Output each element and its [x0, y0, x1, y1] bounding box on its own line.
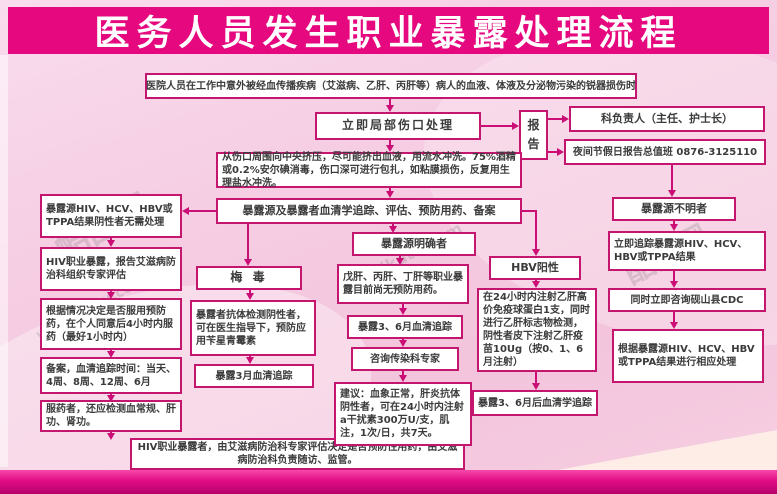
night-duty-box: 夜间节假日报告总值班 0876-3125110	[564, 139, 766, 165]
flow-arrow	[182, 207, 216, 215]
consult-expert-box: 咨询传染科专家	[351, 347, 459, 371]
flow-arrow	[399, 371, 407, 382]
syphilis-box: 梅 毒	[196, 266, 302, 290]
flow-arrow	[548, 148, 564, 156]
flow-arrow	[532, 280, 540, 288]
flow-arrow	[244, 224, 252, 266]
source-known-box: 暴露源明确者	[352, 232, 476, 256]
flow-arrow	[107, 291, 115, 299]
flow-arrow	[399, 304, 407, 315]
report-box: 报告	[519, 110, 548, 160]
incident-box: 医院人员在工作中意外被经血传播疾病（艾滋病、乙肝、丙肝等）病人的血液、体液及分泌…	[145, 73, 637, 99]
flow-arrow	[386, 188, 394, 198]
hiv-negative-box: 暴露源HIV、HCV、HBV或TPPA结果阴性者无需处理	[40, 194, 182, 238]
consult-cdc-box: 同时立即咨询砚山县CDC	[608, 288, 766, 312]
hiv-prophylaxis-box: 根据情况决定是否服用预防药，在个人同意后4小时内服药（最好1小时内）	[40, 298, 182, 350]
flow-arrow	[107, 394, 115, 402]
serology-box: 暴露源及暴露者血清学追踪、评估、预防用药、备案	[216, 198, 522, 224]
hiv-lab-monitor-box: 服药者，还应检测血常规、肝功、肾功。	[40, 400, 182, 432]
flow-arrow	[548, 115, 569, 123]
left-edge-highlight	[0, 55, 8, 467]
flow-arrow	[386, 99, 394, 112]
flow-arrow	[107, 350, 115, 358]
flow-arrow	[107, 432, 115, 440]
syphilis-prophylaxis-box: 暴露者抗体检测阴性者，可在医生指导下，预防应用苄星青霉素	[190, 300, 316, 356]
hbv-positive-box: HBV阳性	[489, 256, 581, 280]
syphilis-tracking-box: 暴露3月血清追踪	[194, 364, 314, 388]
flow-arrow	[246, 290, 254, 300]
flow-connector	[522, 210, 537, 212]
wound-care-box: 立即局部伤口处理	[315, 112, 481, 140]
flow-arrow	[670, 271, 678, 288]
source-unknown-box: 暴露源不明者	[612, 197, 736, 221]
hiv-tracking-box: 备案，血清追踪时间：当天、4周、8周、12周、6月	[40, 357, 182, 394]
flow-arrow	[532, 372, 540, 390]
flow-arrow	[389, 224, 397, 233]
handle-by-result-box: 根据暴露源HIV、HCV、HBV或TPPA结果进行相应处理	[612, 329, 764, 383]
flow-arrow	[668, 165, 676, 197]
hbv-treatment-box: 在24小时内注射乙肝高价免疫球蛋白1支，同时进行乙肝标志物检测，阴性者皮下注射乙…	[477, 288, 597, 372]
flow-arrow	[107, 238, 115, 247]
flow-arrow	[670, 221, 678, 231]
trace-source-box: 立即追踪暴露源HIV、HCV、HBV或TPPA结果	[608, 231, 766, 271]
cleanse-box: 从伤口周围向中央挤压，尽可能挤出血液，用流水冲洗。75%酒精或0.2%安尔碘消毒…	[216, 152, 522, 189]
hepatitis-no-drug-box: 戊肝、丙肝、丁肝等职业暴露目前尚无预防用药。	[337, 264, 469, 304]
flow-arrow	[246, 356, 254, 364]
flow-arrow	[399, 339, 407, 347]
flow-arrow	[396, 256, 404, 265]
dept-head-box: 科负责人（主任、护士长）	[569, 106, 765, 132]
hbv-tracking-box: 暴露3、6月后血清学追踪	[472, 390, 598, 416]
flow-arrow	[386, 140, 394, 152]
bottom-band	[0, 470, 777, 494]
hepatitis-tracking-box: 暴露3、6月血清追踪	[347, 315, 463, 339]
interferon-advice-box: 建议：血象正常，肝炎抗体阴性者，可在24小时内注射a干扰素300万U/支，肌注，…	[334, 382, 472, 446]
page-title: 医务人员发生职业暴露处理流程	[8, 7, 769, 54]
hiv-report-box: HIV职业暴露，报告艾滋病防治科组织专家评估	[40, 247, 182, 291]
flow-arrow	[670, 312, 678, 329]
flow-arrow	[481, 122, 519, 130]
bottom-wedge	[547, 430, 777, 472]
flow-arrow	[532, 210, 540, 256]
